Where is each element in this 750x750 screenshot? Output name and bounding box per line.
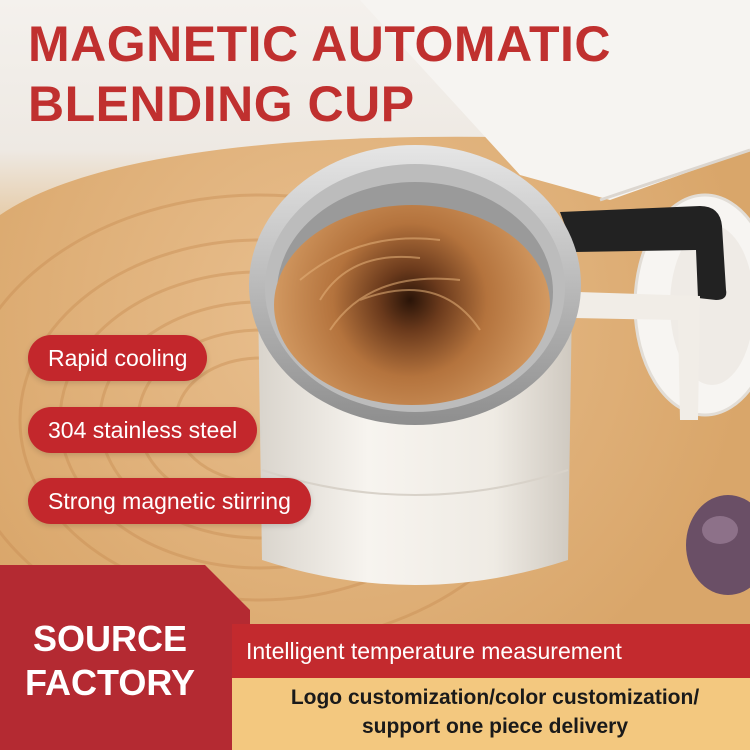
coffee-vortex xyxy=(274,205,550,405)
banner-secondary-line-1: Logo customization/color customization/ xyxy=(290,686,700,709)
feature-badge-rapid-cooling: Rapid cooling xyxy=(28,335,208,381)
banner-primary xyxy=(232,624,750,678)
book-paper xyxy=(360,0,750,200)
source-factory-line-1: SOURCE xyxy=(32,618,188,659)
headline: MAGNETIC AUTOMATIC BLENDING CUP xyxy=(28,14,611,134)
source-factory-line-2: FACTORY xyxy=(24,662,195,703)
cup-handle xyxy=(560,206,727,300)
banner-primary-text: Intelligent temperature measurement xyxy=(246,638,622,664)
banner-secondary-line-2: support one piece delivery xyxy=(361,715,629,738)
headline-line-1: MAGNETIC AUTOMATIC xyxy=(28,16,612,72)
stone xyxy=(686,495,750,595)
banner-secondary-text: Logo customization/color customization/ … xyxy=(250,683,740,741)
source-factory-badge xyxy=(0,565,250,750)
feature-badge-stainless-steel: 304 stainless steel xyxy=(28,407,258,453)
source-factory-text: SOURCE FACTORY xyxy=(0,617,220,705)
banner-secondary xyxy=(232,678,750,750)
feature-badge-magnetic-stirring: Strong magnetic stirring xyxy=(28,478,311,524)
headline-line-2: BLENDING CUP xyxy=(28,76,415,132)
